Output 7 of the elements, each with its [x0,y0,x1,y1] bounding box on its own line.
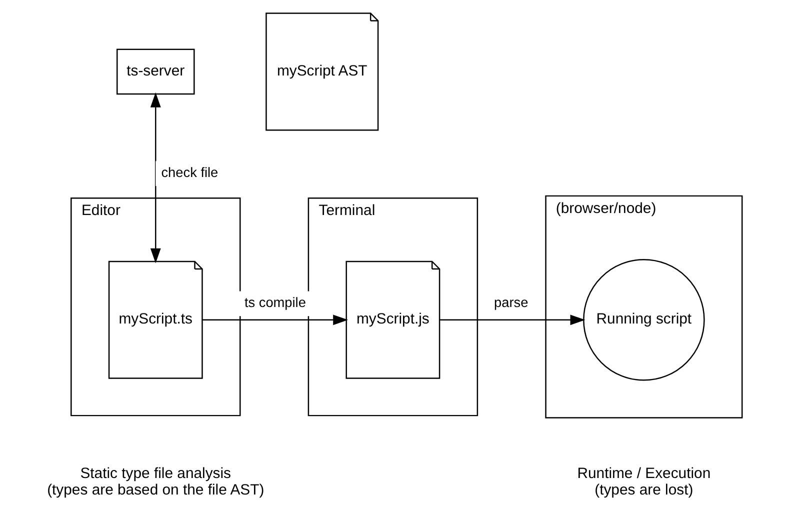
label: (types are based on the file AST) [47,482,264,498]
edge-label: check file [161,165,218,180]
edge-label: ts compile [244,295,306,310]
edge-label: parse [494,295,528,310]
label: Static type file analysis [80,466,232,482]
label: Runtime / Execution [577,466,711,482]
label: (types are lost) [594,482,694,498]
